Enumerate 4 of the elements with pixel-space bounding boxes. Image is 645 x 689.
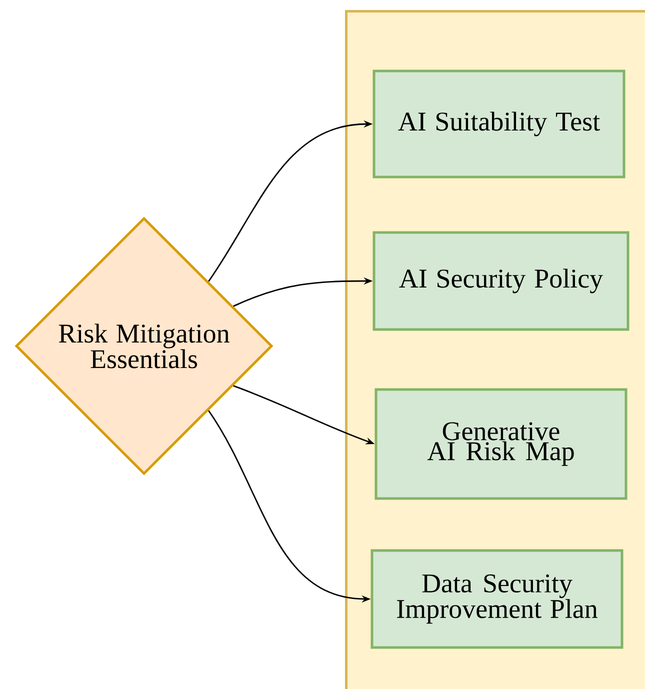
process-box: AI Suitability Test xyxy=(372,70,626,178)
process-box: Data Security Improvement Plan xyxy=(370,549,624,649)
process-box: Generative AI Risk Map xyxy=(374,388,628,500)
process-box: AI Security Policy xyxy=(372,231,630,331)
